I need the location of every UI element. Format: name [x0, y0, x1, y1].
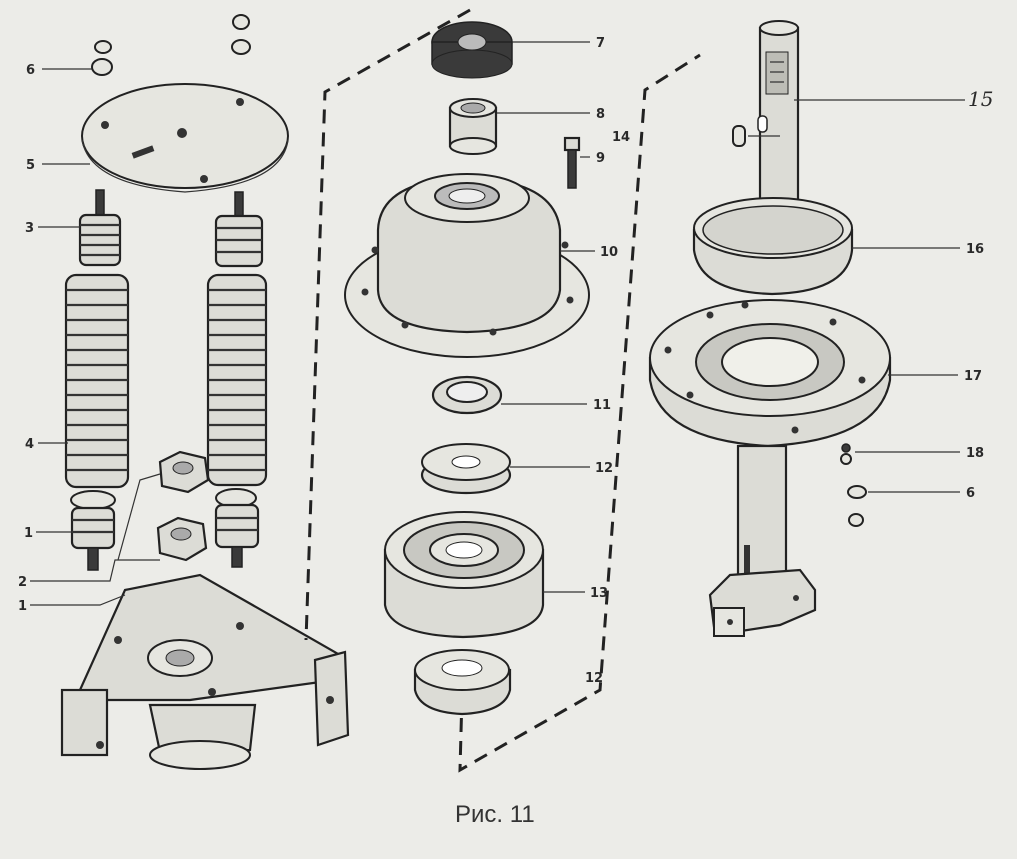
- top-nuts-left: [91, 14, 251, 76]
- callout-15: 15: [968, 87, 993, 111]
- bolt-9: [563, 136, 581, 189]
- center-leader-lines: [497, 41, 595, 593]
- seal-11: [431, 375, 503, 415]
- washer-12-upper: [420, 443, 512, 495]
- callout-labels: 6 5 3 4 1 2 1 7 8 9 10 11 12 13 12 14 15…: [18, 36, 993, 686]
- bearing-13: [383, 511, 545, 639]
- ring-16: [692, 197, 854, 296]
- small-parts-18-6: [840, 443, 867, 527]
- callout-1-lower: 1: [18, 599, 27, 614]
- ball-retainer-7: [431, 21, 513, 79]
- right-spring-column: [206, 191, 268, 568]
- callout-6-left: 6: [26, 63, 35, 78]
- right-leader-lines: [748, 99, 965, 493]
- hex-nuts: [156, 450, 210, 562]
- callout-7: 7: [596, 36, 605, 51]
- callout-14: 14: [612, 130, 630, 145]
- key-14: [732, 125, 746, 147]
- callout-3: 3: [25, 221, 34, 236]
- callout-11: 11: [593, 398, 611, 413]
- callout-8: 8: [596, 107, 605, 122]
- callout-2: 2: [18, 575, 27, 590]
- base-frame: [60, 573, 350, 770]
- callout-17: 17: [964, 369, 982, 384]
- bushing-8: [448, 98, 498, 155]
- figure-caption: Рис. 11: [455, 801, 535, 828]
- callout-16: 16: [966, 242, 984, 257]
- callout-18: 18: [966, 446, 984, 461]
- flange-17: [648, 299, 892, 448]
- callout-10: 10: [600, 245, 618, 260]
- callout-1-upper: 1: [24, 526, 33, 541]
- callout-9: 9: [596, 151, 605, 166]
- washer-12-lower: [413, 649, 512, 716]
- left-spring-column: [64, 189, 130, 571]
- callout-4: 4: [25, 437, 34, 452]
- callout-13: 13: [590, 586, 608, 601]
- center-dashed-axis: [304, 8, 701, 773]
- callout-5: 5: [26, 158, 35, 173]
- top-plate: [81, 83, 289, 193]
- lower-tube: [708, 444, 817, 637]
- callout-12-upper: 12: [595, 461, 613, 476]
- housing-10: [344, 173, 590, 358]
- left-leader-lines: [30, 68, 161, 606]
- callout-12-lower: 12: [585, 671, 603, 686]
- callout-6-right: 6: [966, 486, 975, 501]
